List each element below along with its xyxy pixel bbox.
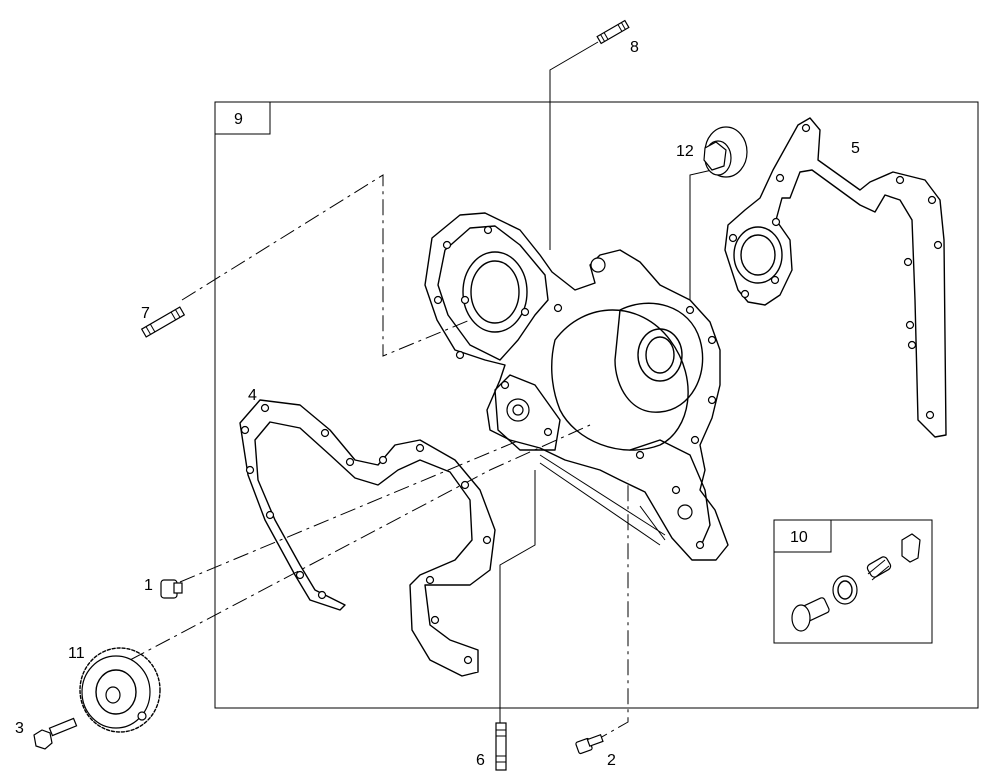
callout-5: 5 xyxy=(851,140,860,157)
callout-11: 11 xyxy=(68,645,85,662)
callout-3: 3 xyxy=(15,720,24,737)
assembly-frame-9: 9 xyxy=(214,101,979,709)
callout-2: 2 xyxy=(607,752,616,769)
callout-9: 9 xyxy=(234,111,243,128)
callout-8: 8 xyxy=(630,39,639,56)
gear-icon xyxy=(79,647,161,733)
bolt-icon xyxy=(160,579,183,599)
callout-12: 12 xyxy=(676,143,694,160)
callout-1: 1 xyxy=(144,577,153,594)
valve-kit-frame-10: 10 xyxy=(773,519,933,644)
bolt-icon xyxy=(33,717,78,750)
callout-4: 4 xyxy=(248,387,257,404)
bolt-icon xyxy=(575,734,604,755)
valve-kit-icon xyxy=(791,533,921,632)
stud-icon xyxy=(495,722,507,771)
stud-icon xyxy=(596,19,630,45)
gasket-icon xyxy=(239,399,496,677)
callout-7: 7 xyxy=(141,305,150,322)
gasket-icon xyxy=(724,117,947,438)
callout-10: 10 xyxy=(790,529,808,546)
stud-icon xyxy=(140,306,186,338)
oil-seal-icon xyxy=(703,126,748,178)
callout-6: 6 xyxy=(476,752,485,769)
leader-lines xyxy=(129,41,713,743)
timing-cover-icon xyxy=(424,212,729,561)
